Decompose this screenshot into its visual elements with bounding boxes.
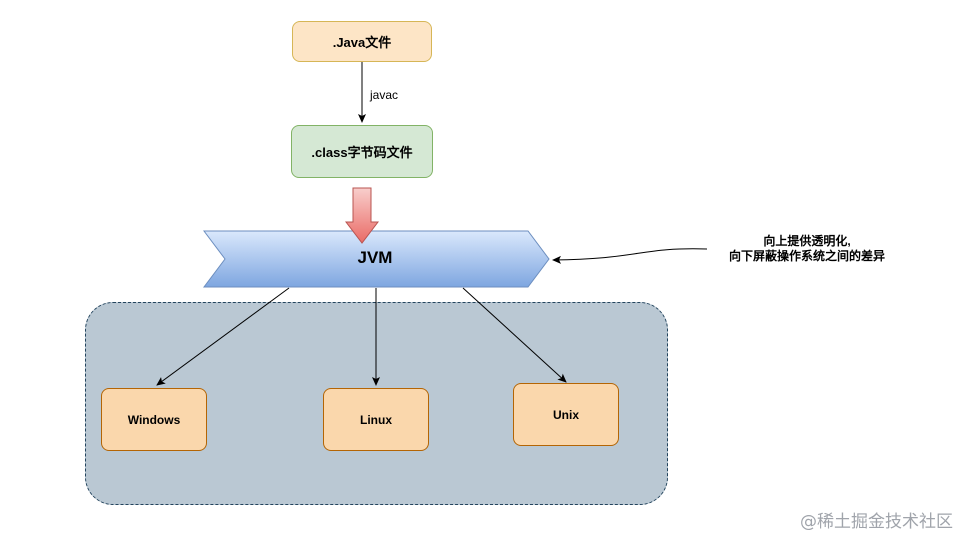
watermark: @稀土掘金技术社区 — [800, 512, 953, 532]
unix-label: Unix — [552, 407, 579, 422]
jvm-note: 向上提供透明化, 向下屏蔽操作系统之间的差异 — [700, 234, 914, 264]
class-to-jvm-arrow — [344, 187, 380, 244]
class-file-label: .class字节码文件 — [311, 145, 413, 160]
windows-node: Windows — [101, 388, 207, 451]
javac-label: javac — [370, 88, 399, 102]
class-file-node: .class字节码文件 — [291, 125, 433, 178]
jvm-to-windows-arrow — [156, 287, 290, 386]
linux-label: Linux — [360, 412, 392, 427]
jvm-banner — [203, 230, 550, 288]
jvm-to-unix-arrow — [462, 287, 567, 383]
windows-label: Windows — [127, 412, 181, 427]
java-file-label: .Java文件 — [332, 35, 392, 50]
jvm-label: JVM — [357, 248, 393, 267]
note-pointer-arrow — [552, 248, 708, 264]
unix-node: Unix — [513, 383, 619, 446]
linux-node: Linux — [323, 388, 429, 451]
note-line-1: 向上提供透明化, — [763, 234, 851, 248]
java-file-node: .Java文件 — [292, 21, 432, 62]
note-line-2: 向下屏蔽操作系统之间的差异 — [728, 249, 885, 263]
